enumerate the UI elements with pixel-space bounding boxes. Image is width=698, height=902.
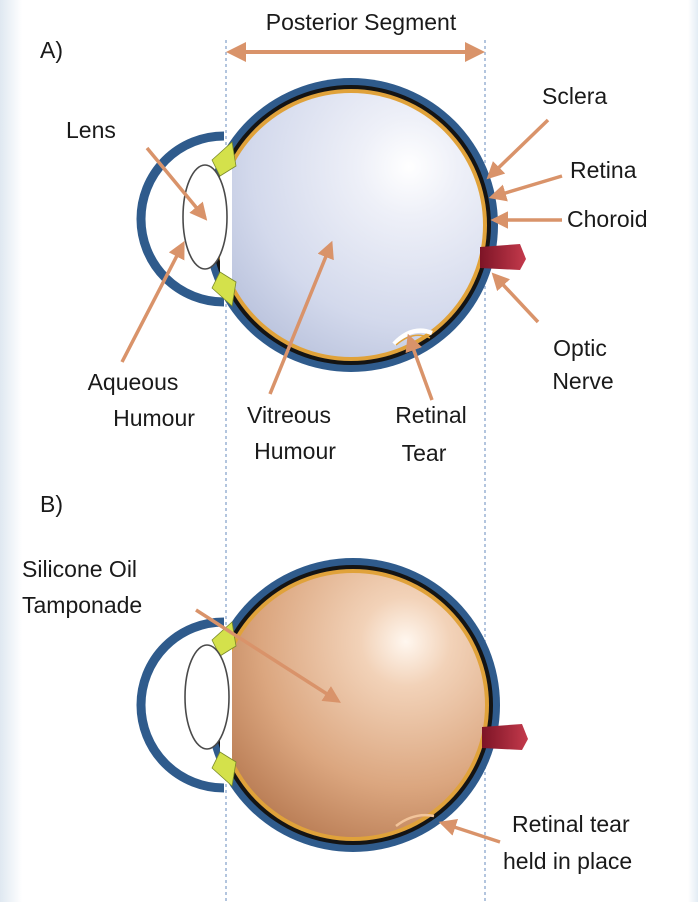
posterior-segment-label: Posterior Segment [266, 9, 457, 35]
silicone-oil-body-b [221, 573, 485, 837]
vitreous-humour-label-line1: Vitreous [247, 402, 331, 428]
aqueous-humour-label-line2: Humour [113, 405, 195, 431]
panel-a-label: A) [40, 37, 63, 63]
vitreous-body-a [219, 93, 483, 357]
silicone-oil-label-line1: Silicone Oil [22, 556, 137, 582]
lens-b [185, 645, 229, 749]
retinal-tear-held-label-line1: Retinal tear [512, 811, 630, 837]
aqueous-humour-label-line1: Aqueous [88, 369, 179, 395]
retinal-tear-label-line1: Retinal [395, 402, 467, 428]
optic-nerve-label-line1: Optic [553, 335, 607, 361]
vitreous-humour-label-line2: Humour [254, 438, 336, 464]
panel-b-label: B) [40, 491, 63, 517]
retinal-tear-held-label-line2: held in place [503, 848, 632, 874]
optic-nerve-label-line2: Nerve [552, 368, 613, 394]
lens-label: Lens [66, 117, 116, 143]
retinal-tear-label-line2: Tear [402, 440, 447, 466]
arrow-retina [492, 176, 562, 197]
eye-b [141, 558, 528, 852]
sclera-label: Sclera [542, 83, 607, 109]
choroid-label: Choroid [567, 206, 648, 232]
arrow-retinal-tear-held [442, 823, 500, 842]
arrow-sclera [489, 120, 548, 177]
optic-nerve-b [482, 724, 528, 750]
arrow-optic-nerve [494, 275, 538, 322]
silicone-oil-label-line2: Tamponade [22, 592, 142, 618]
eye-a [141, 78, 526, 372]
optic-nerve-a [480, 244, 526, 270]
retina-label: Retina [570, 157, 637, 183]
